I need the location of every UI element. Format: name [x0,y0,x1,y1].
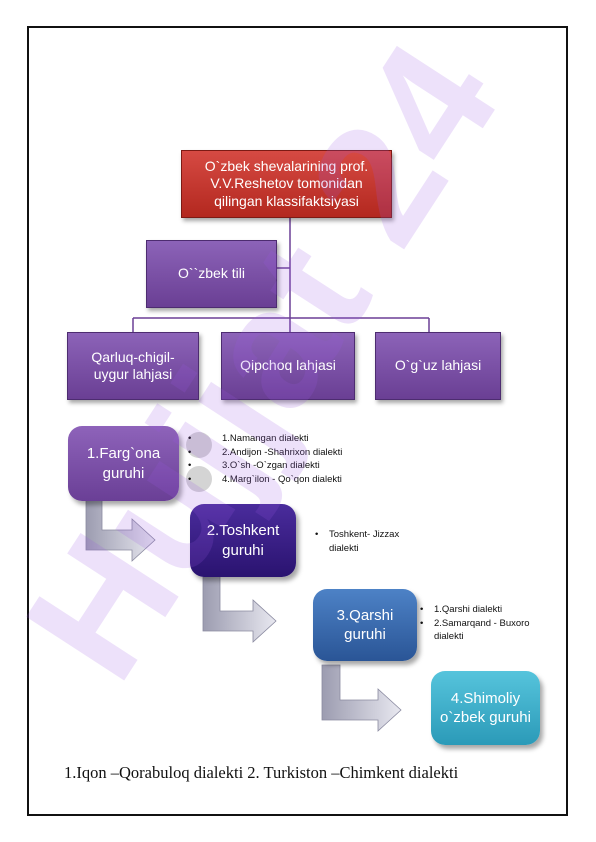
step-fargona-label: 1.Farg`ona guruhi [86,445,161,482]
group-box-qipchoq: Qipchoq lahjasi [221,332,355,400]
group-label-qipchoq: Qipchoq lahjasi [240,357,336,374]
group-label-qarluq: Qarluq-chigil-uygur lahjasi [91,348,175,383]
group-label-oguz: O`g`uz lahjasi [394,357,482,374]
step-toshkent-label: 2.Toshkent guruhi [206,522,280,559]
arrow-1 [85,497,156,562]
step-shimoliy-label: 4.Shimoliy o`zbek guruhi [440,689,531,727]
list-item: Toshkent- Jizzax dialekti [315,528,415,555]
list-item: 4.Marg`ilon - Qo`qon dialekti [188,473,342,487]
uzbek-language-box: O``zbek tili [146,240,277,308]
list-item: 3.O`sh -O`zgan dialekti [188,459,342,473]
toshkent-dialect-list: Toshkent- Jizzax dialekti [315,528,415,555]
arrow-3 [321,664,402,732]
page-border [27,26,568,816]
step-toshkent: 2.Toshkent guruhi [190,504,296,577]
arrow-2 [202,574,277,643]
list-item: 2.Andijon -Shahrixon dialekti [188,446,342,460]
fargona-dialect-list: 1.Namangan dialekti 2.Andijon -Shahrixon… [188,432,342,486]
qarshi-dialect-list: 1.Qarshi dialekti 2.Samarqand - Buxoro d… [420,603,530,644]
step-qarshi: 3.Qarshi guruhi [313,589,417,661]
group-box-qarluq: Qarluq-chigil-uygur lahjasi [67,332,199,400]
step-fargona: 1.Farg`ona guruhi [68,426,179,501]
step-shimoliy: 4.Shimoliy o`zbek guruhi [431,671,540,745]
list-item: 1.Qarshi dialekti [420,603,530,617]
footer-note: 1.Iqon –Qorabuloq dialekti 2. Turkiston … [64,763,459,782]
list-item: 1.Namangan dialekti [188,432,342,446]
classification-title-box: O`zbek shevalarining prof. V.V.Reshetov … [181,150,392,218]
group-box-oguz: O`g`uz lahjasi [375,332,501,400]
uzbek-language-text: O``zbek tili [178,265,245,282]
classification-title-text: O`zbek shevalarining prof. V.V.Reshetov … [204,157,369,209]
step-qarshi-label: 3.Qarshi guruhi [336,606,394,644]
list-item: 2.Samarqand - Buxoro dialekti [420,617,530,644]
